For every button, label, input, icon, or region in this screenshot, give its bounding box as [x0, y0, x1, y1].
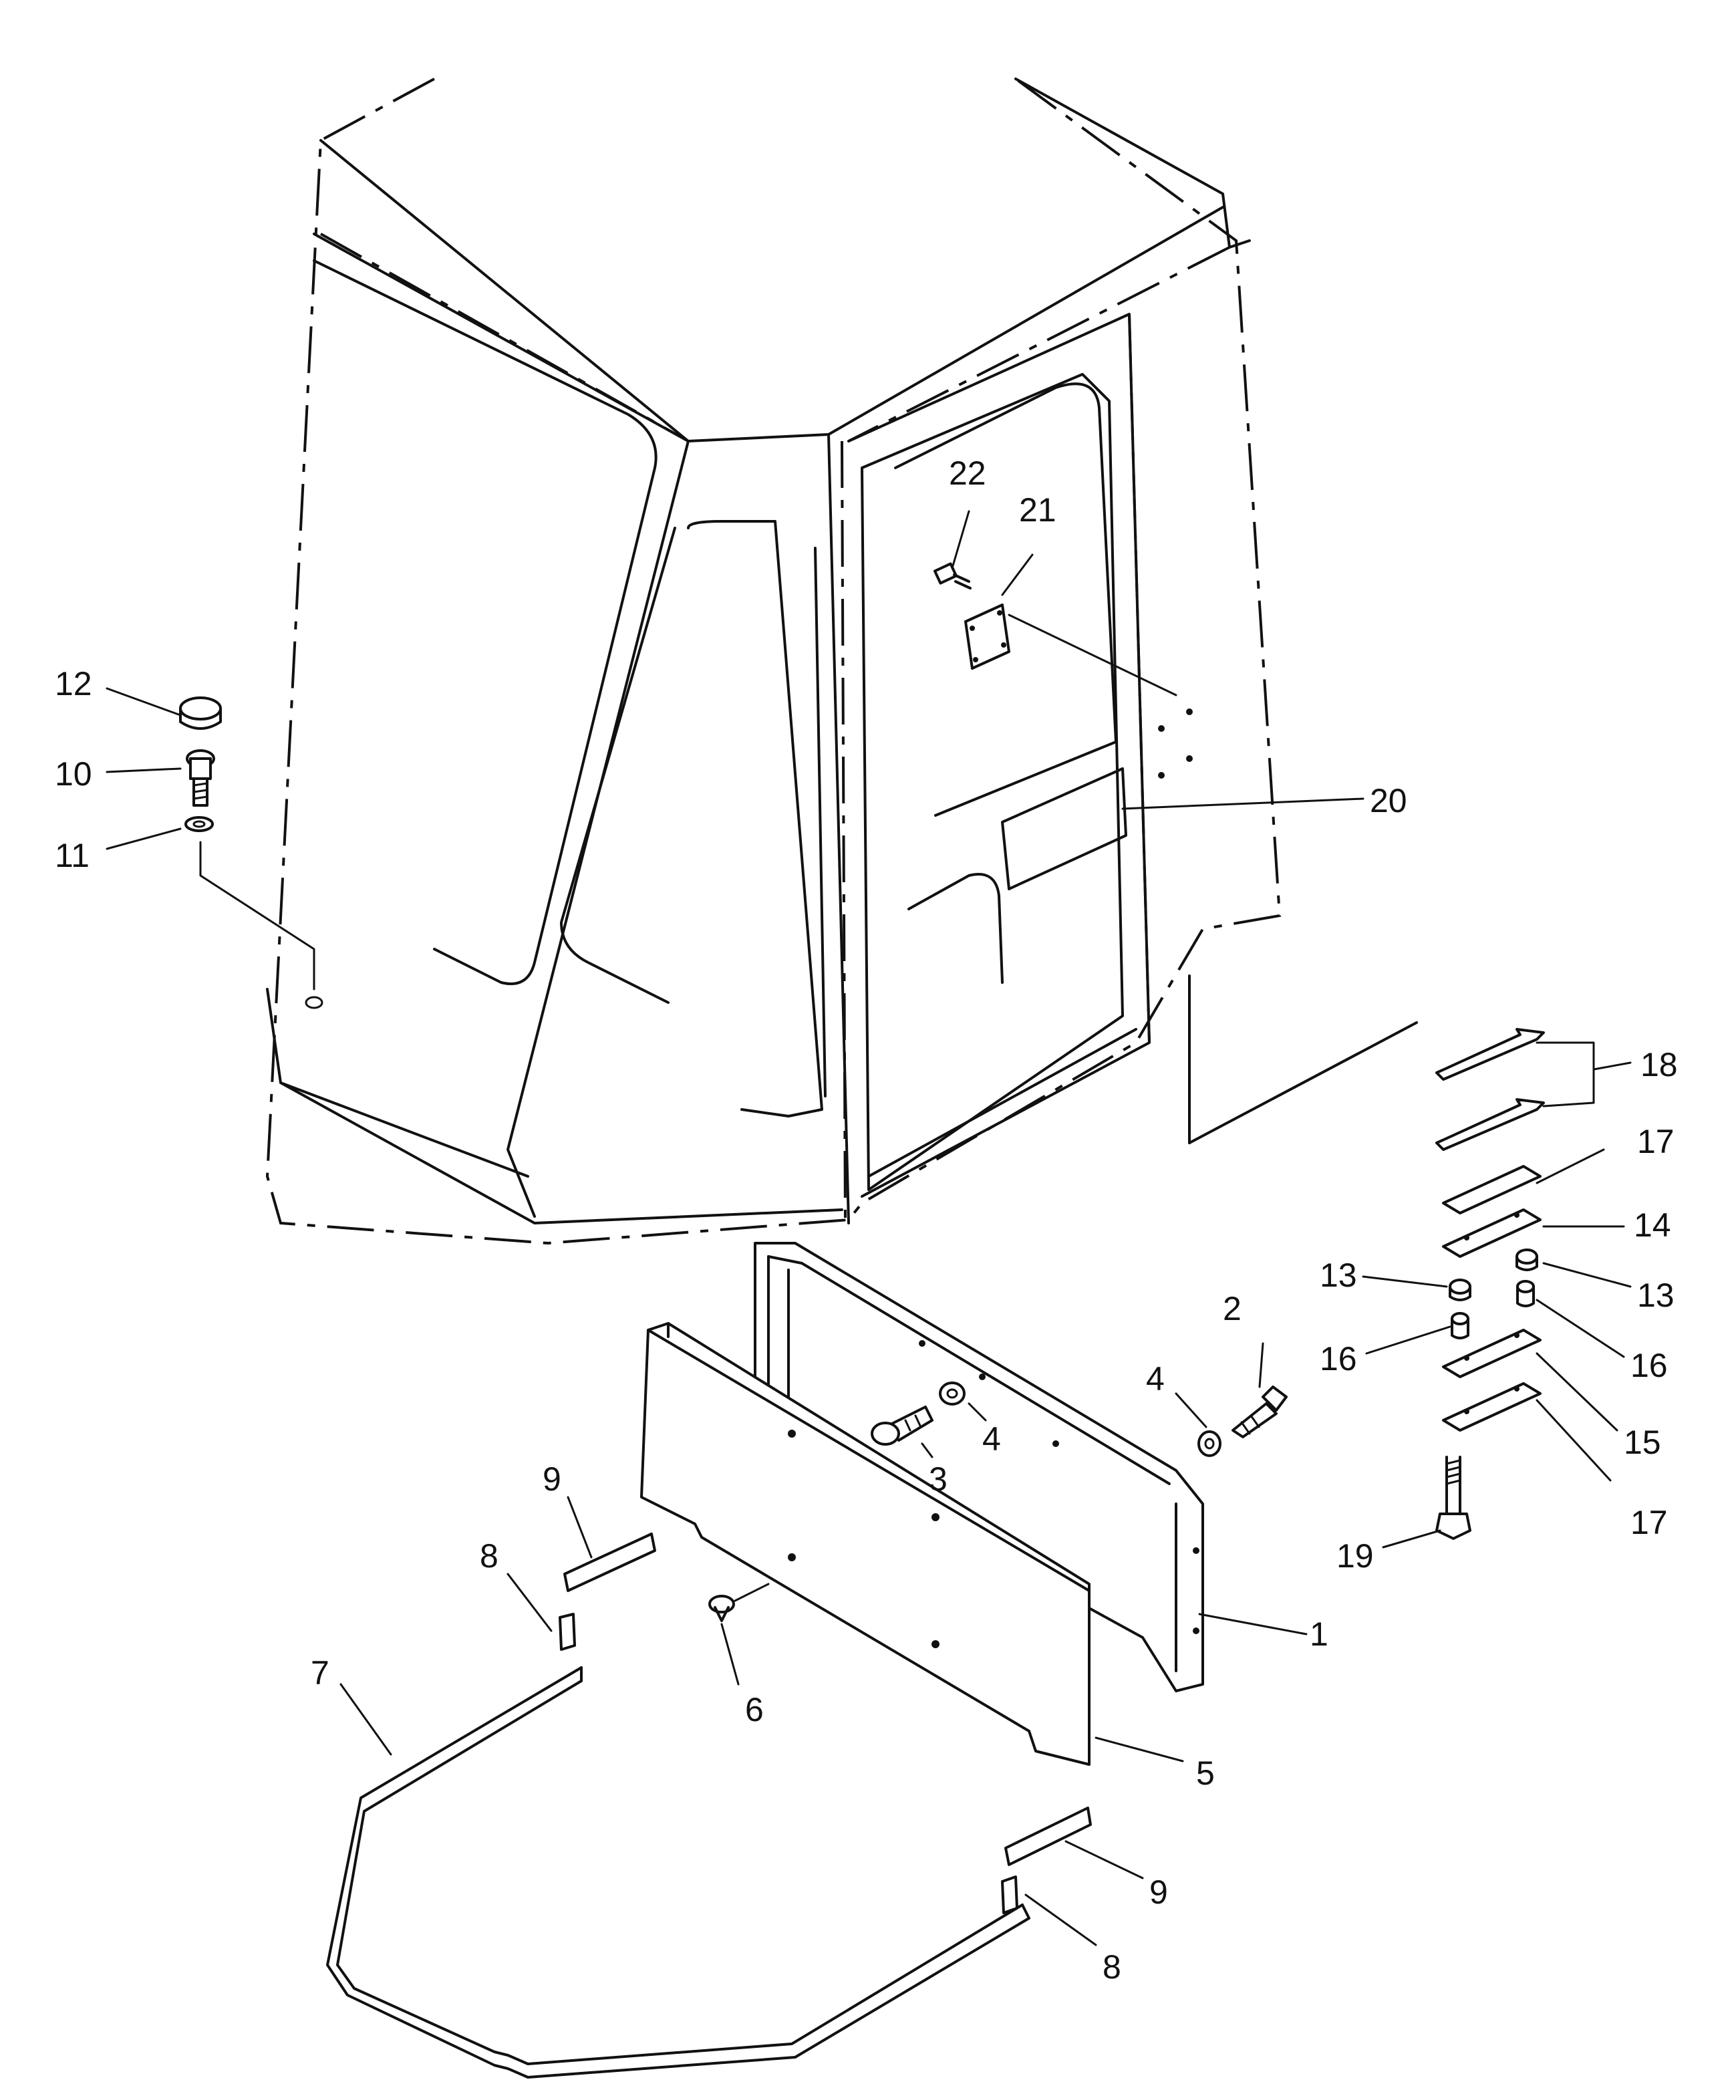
callout-9-left: 9: [543, 1460, 561, 1498]
callout-9-right: 9: [1149, 1873, 1168, 1911]
callout-3: 3: [929, 1460, 948, 1498]
callout-6: 6: [745, 1691, 764, 1728]
collar-16-right: [1516, 1280, 1535, 1307]
washer-4-right: [1197, 1430, 1221, 1457]
cab-outline: [265, 78, 1282, 1245]
shims-18: [1435, 1028, 1545, 1151]
callout-5: 5: [1196, 1754, 1215, 1792]
seal-8-left: [559, 1613, 576, 1651]
plate-14: [1442, 1208, 1542, 1258]
callout-4-right: 4: [1146, 1360, 1165, 1398]
seal-9-left: [563, 1533, 656, 1592]
plug-12: [179, 696, 222, 730]
bolt-22: [933, 562, 972, 589]
callout-4-left: 4: [982, 1420, 1001, 1458]
callout-20: 20: [1370, 782, 1407, 819]
callout-11: 11: [55, 837, 90, 874]
callout-labels: 1 2 3 4 4 5 6 7 8 8 9 9 10 11 12 13 13 1…: [55, 454, 1678, 1986]
callout-1: 1: [1310, 1615, 1328, 1653]
callout-8-right: 8: [1103, 1948, 1121, 1986]
callout-16-right: 16: [1630, 1347, 1668, 1384]
leader-6-hole: [734, 1583, 770, 1602]
callout-19: 19: [1336, 1537, 1374, 1575]
callout-13-right: 13: [1637, 1277, 1675, 1314]
cover-plate-21: [964, 604, 1010, 670]
plate-15: [1442, 1329, 1542, 1378]
seal-8-right: [1001, 1875, 1018, 1914]
callout-12: 12: [55, 665, 92, 702]
callout-8-left: 8: [480, 1537, 498, 1575]
floor-seal-7: [326, 1666, 1030, 2079]
bolt-2: [1232, 1386, 1288, 1438]
washer-11: [184, 816, 214, 832]
leader-lines: [106, 510, 1632, 1946]
callout-17-top: 17: [1637, 1123, 1675, 1160]
bushing-13-left: [1449, 1279, 1471, 1301]
collar-16-left: [1451, 1312, 1469, 1339]
callout-18: 18: [1640, 1046, 1678, 1083]
callout-17-bottom: 17: [1630, 1504, 1668, 1541]
callout-15: 15: [1624, 1424, 1661, 1461]
panel-5: [640, 1322, 1091, 1766]
callout-10: 10: [55, 755, 92, 793]
seal-9-right: [1004, 1807, 1092, 1866]
cab-windows: [313, 259, 1127, 1118]
plate-17-bottom: [1442, 1382, 1542, 1432]
bolt-3: [871, 1406, 933, 1446]
callout-7: 7: [311, 1654, 329, 1692]
callout-16-left: 16: [1320, 1340, 1357, 1377]
callout-2: 2: [1223, 1290, 1242, 1327]
bolt-10: [186, 749, 215, 807]
bushing-13-right: [1515, 1249, 1538, 1271]
callout-14: 14: [1634, 1206, 1671, 1244]
plate-17-top: [1442, 1165, 1542, 1214]
plug-6: [708, 1595, 735, 1622]
cab-body: [266, 78, 1418, 1224]
callout-13-left: 13: [1320, 1257, 1357, 1294]
leader-21-hole: [1008, 614, 1177, 696]
washer-4-left: [939, 1382, 966, 1406]
bolt-19: [1435, 1456, 1471, 1540]
leader-10-mount: [199, 841, 315, 991]
callout-22: 22: [949, 454, 986, 492]
callout-21: 21: [1019, 491, 1056, 529]
